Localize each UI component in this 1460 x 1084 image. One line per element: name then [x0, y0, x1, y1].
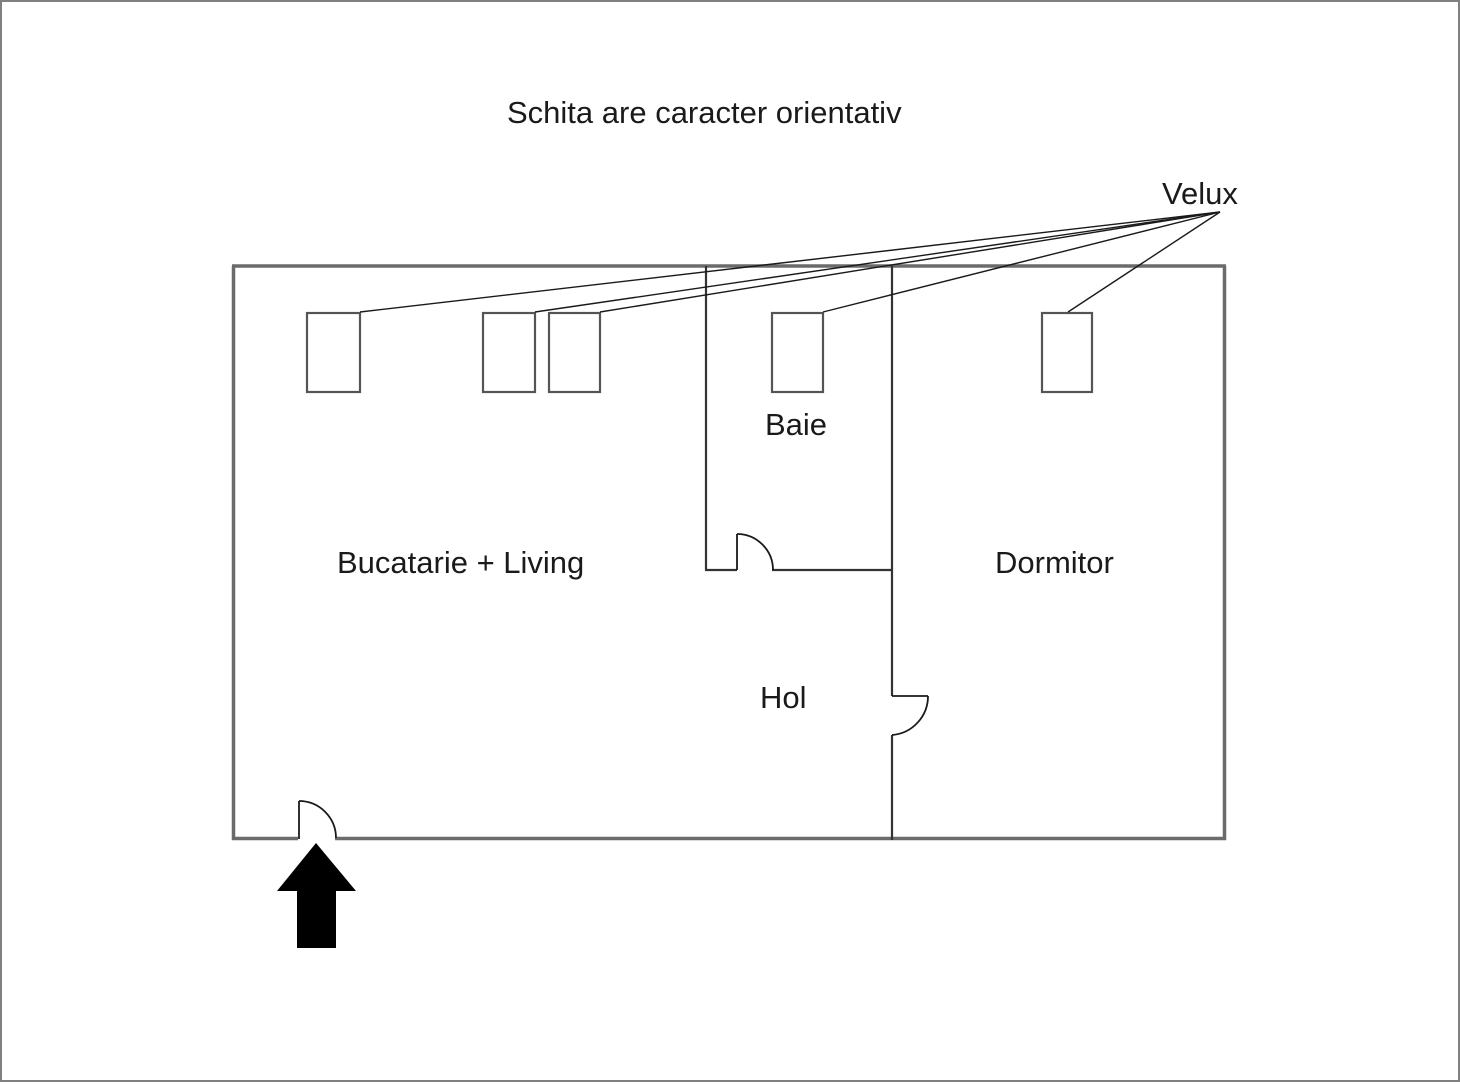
room-label-bucatarie-living: Bucatarie + Living — [337, 545, 585, 580]
room-label-baie: Baie — [765, 407, 828, 442]
annotation-label-velux: Velux — [1162, 176, 1238, 211]
velux-window-3[interactable] — [547, 311, 602, 394]
velux-leader-line-3 — [599, 211, 1221, 313]
velux-window-2[interactable] — [481, 311, 537, 394]
bathroom-door[interactable] — [736, 533, 774, 571]
velux-leader-lines — [359, 211, 1221, 313]
velux-window-4[interactable] — [770, 311, 825, 394]
bathroom-door-swing-arc — [736, 533, 774, 571]
velux-leader-line-1 — [359, 211, 1221, 313]
bedroom-door[interactable] — [891, 695, 929, 736]
entrance-door[interactable] — [298, 800, 337, 839]
velux-leader-line-4 — [822, 211, 1221, 313]
velux-windows — [305, 311, 1094, 394]
room-label-dormitor: Dormitor — [995, 545, 1114, 580]
interior-walls — [704, 266, 894, 840]
page-title: Schita are caracter orientativ — [507, 95, 902, 130]
velux-leader-line-5 — [1067, 211, 1221, 313]
velux-leader-line-2 — [534, 211, 1221, 313]
room-label-hol: Hol — [760, 680, 807, 715]
bedroom-door-swing-arc — [891, 695, 929, 736]
velux-window-1[interactable] — [305, 311, 362, 394]
velux-window-5[interactable] — [1040, 311, 1094, 394]
entrance-direction-arrow — [277, 843, 356, 948]
entrance-door-swing-arc — [298, 800, 337, 839]
exterior-walls — [231, 264, 1227, 841]
